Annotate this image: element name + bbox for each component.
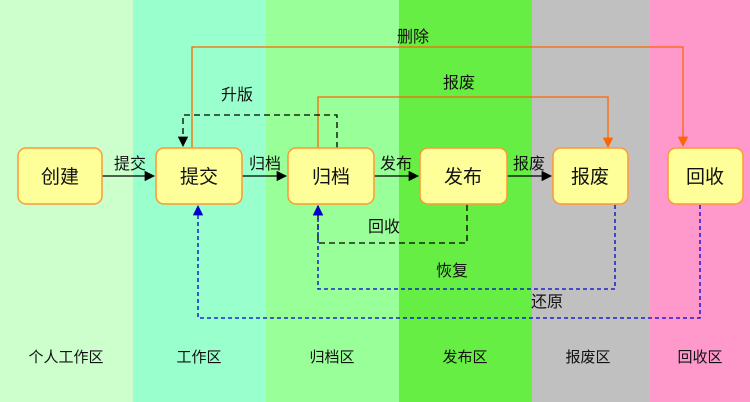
node-create[interactable]: 创建 [17,147,103,205]
edge-label-restore: 恢复 [436,261,468,280]
edge-delete [191,46,689,148]
edge-label-release-scrap: 报废 [513,154,545,173]
node-label-scrap: 报废 [571,166,609,188]
node-box-submit[interactable] [155,147,243,205]
zone-label-scrap: 报废区 [565,348,610,366]
edge-label-upgrade: 升版 [221,85,253,104]
zone-label-publish: 发布区 [442,348,487,366]
node-label-archive: 归档 [312,166,350,188]
zone-label-personal: 个人工作区 [28,348,103,366]
edge-label-submit-archive: 归档 [249,154,281,173]
node-archive[interactable]: 归档 [287,147,375,205]
node-submit[interactable]: 提交 [155,147,243,205]
node-release[interactable]: 发布 [419,147,508,205]
edge-label-create-submit: 提交 [114,154,146,173]
node-scrap[interactable]: 报废 [552,147,629,205]
edge-scrap-from-archive [317,96,614,149]
node-label-recycle: 回收 [686,166,724,188]
node-recycle[interactable]: 回收 [667,147,744,205]
edge-label-revert: 还原 [531,292,563,311]
node-box-recycle[interactable] [667,147,744,205]
edge-withdraw [312,204,468,244]
edges [102,46,701,319]
edge-label-withdraw: 回收 [368,217,400,236]
node-box-archive[interactable] [287,147,375,205]
edge-label-archive-release: 发布 [380,154,412,173]
edge-revert [192,204,701,319]
zone-label-work: 工作区 [176,348,221,366]
node-label-submit: 提交 [180,166,218,188]
node-box-create[interactable] [17,147,103,205]
zone-label-archive: 归档区 [309,348,354,366]
edge-label-delete: 删除 [397,27,429,46]
nodes: 创建 提交 归档 发布 报废 回收 [17,147,744,205]
zone-label-recycle: 回收区 [677,348,722,366]
node-label-release: 发布 [444,166,482,188]
edge-upgrade [177,114,338,148]
edge-label-scrap-archive: 报废 [443,73,475,92]
zone-labels: 个人工作区 工作区 归档区 发布区 报废区 回收区 [28,348,722,366]
node-box-release[interactable] [419,147,508,205]
node-label-create: 创建 [41,166,79,188]
edge-restore [312,204,616,290]
node-box-scrap[interactable] [552,147,629,205]
edge-labels: 删除 报废 升版 提交 归档 发布 报废 回收 恢复 还原 [114,27,563,311]
